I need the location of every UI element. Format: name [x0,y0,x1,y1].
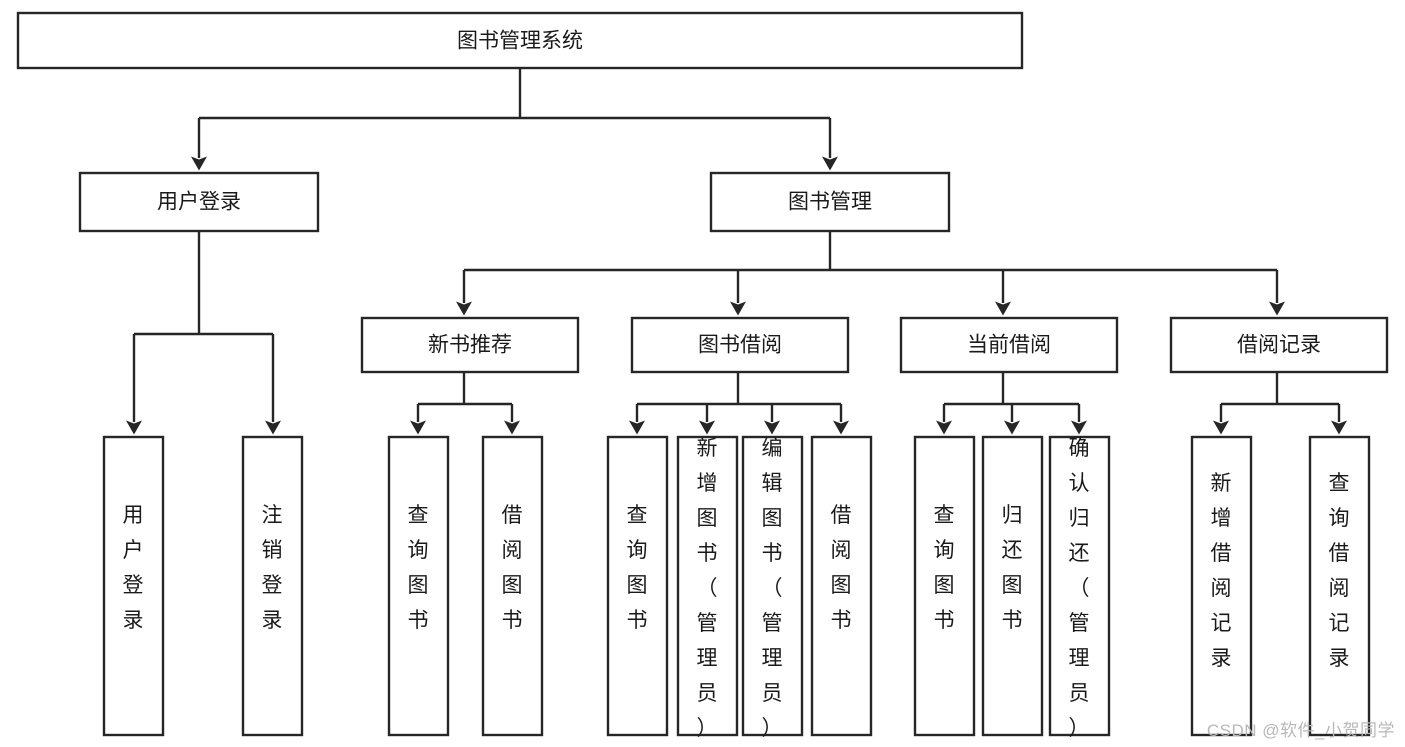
node-leaf-logout-login-box[interactable] [241,435,304,737]
node-leaf-return-book-box[interactable] [981,435,1044,737]
node-leaf-add-book-box[interactable] [676,435,739,737]
node-leaf-query-record-label: 查询借阅记录 [1329,472,1350,670]
node-book-borrow-box[interactable] [630,316,850,374]
node-book-manage-box[interactable] [709,171,951,233]
node-leaf-query-book-1-label: 查询图书 [408,504,429,632]
node-root-box[interactable] [16,11,1024,70]
node-new-book-recommend-box[interactable] [360,316,580,374]
node-book-manage-label: 图书管理 [788,191,872,214]
node-leaf-borrow-book-1-box[interactable] [481,435,544,737]
node-user-login[interactable]: 用户登录 [78,171,320,233]
node-leaf-borrow-book-2-label: 借阅图书 [831,504,852,632]
node-leaf-query-book-2-label: 查询图书 [627,504,648,632]
node-leaf-logout-login[interactable]: 注销登录 [241,435,304,737]
node-leaf-query-book-1[interactable]: 查询图书 [387,435,450,737]
node-book-borrow-label: 图书借阅 [698,334,782,357]
node-current-borrow-label: 当前借阅 [967,334,1051,357]
node-new-book-recommend[interactable]: 新书推荐 [360,316,580,374]
node-leaf-return-book-label: 归还图书 [1002,504,1023,632]
node-borrow-record-label: 借阅记录 [1237,334,1321,357]
node-leaf-query-book-2[interactable]: 查询图书 [606,435,669,737]
node-borrow-record[interactable]: 借阅记录 [1169,316,1389,374]
node-leaf-query-record-box[interactable] [1308,435,1371,737]
node-leaf-edit-book-label: 编辑图书（管理员） [762,437,783,740]
node-leaf-borrow-book-1[interactable]: 借阅图书 [481,435,544,737]
node-leaf-add-book-label: 新增图书（管理员） [697,437,718,740]
node-leaf-query-book-3[interactable]: 查询图书 [913,435,976,737]
node-leaf-confirm-return[interactable]: 确认归还（管理员） [1048,435,1111,740]
node-leaf-borrow-book-1-label: 借阅图书 [502,504,523,632]
node-borrow-record-box[interactable] [1169,316,1389,374]
node-user-login-label: 用户登录 [157,191,241,214]
node-leaf-add-book[interactable]: 新增图书（管理员） [676,435,739,740]
node-leaf-user-login[interactable]: 用户登录 [102,435,165,737]
node-leaf-query-book-3-box[interactable] [913,435,976,737]
node-leaf-user-login-label: 用户登录 [123,504,144,632]
node-leaf-edit-book[interactable]: 编辑图书（管理员） [741,435,804,740]
node-leaf-add-record-label: 新增借阅记录 [1211,472,1232,670]
node-book-manage[interactable]: 图书管理 [709,171,951,233]
node-leaf-edit-book-box[interactable] [741,435,804,737]
node-current-borrow-box[interactable] [899,316,1119,374]
watermark: CSDN @软件_小贺同学 [1206,721,1395,740]
node-leaf-query-record[interactable]: 查询借阅记录 [1308,435,1371,737]
node-leaf-return-book[interactable]: 归还图书 [981,435,1044,737]
node-new-book-recommend-label: 新书推荐 [428,334,512,357]
node-leaf-user-login-box[interactable] [102,435,165,737]
node-leaf-query-book-3-label: 查询图书 [934,504,955,632]
node-root[interactable]: 图书管理系统 [16,11,1024,70]
connector-layer [126,68,1347,435]
node-leaf-borrow-book-2-box[interactable] [810,435,873,737]
node-book-borrow[interactable]: 图书借阅 [630,316,850,374]
node-leaf-query-book-2-box[interactable] [606,435,669,737]
node-leaf-borrow-book-2[interactable]: 借阅图书 [810,435,873,737]
node-user-login-box[interactable] [78,171,320,233]
node-leaf-add-record-box[interactable] [1190,435,1253,737]
node-leaf-query-book-1-box[interactable] [387,435,450,737]
node-leaf-add-record[interactable]: 新增借阅记录 [1190,435,1253,737]
node-leaf-confirm-return-box[interactable] [1048,435,1111,737]
node-leaf-confirm-return-label: 确认归还（管理员） [1069,437,1090,740]
node-current-borrow[interactable]: 当前借阅 [899,316,1119,374]
node-leaf-logout-login-label: 注销登录 [262,504,283,632]
node-root-label: 图书管理系统 [457,30,583,53]
